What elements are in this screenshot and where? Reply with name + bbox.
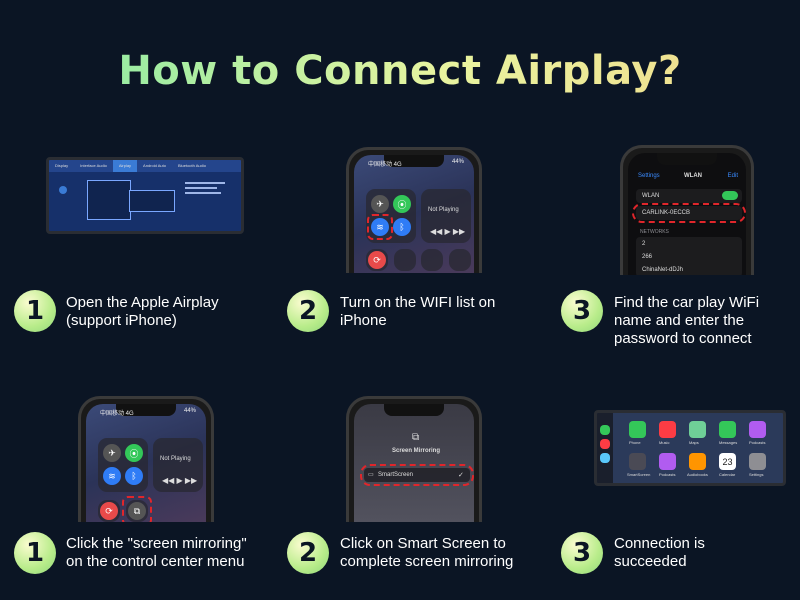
phone-screen-mirroring-list: ⧉ Screen Mirroring ▭ SmartScreen ✓ bbox=[346, 396, 482, 522]
page-title: How to Connect Airplay? bbox=[0, 48, 800, 94]
phone-control-center-mirroring: 中国移动 4G 44% ✈ ⦿ ≋ ᛒ Not Playing ◀◀ ▶ ▶▶ … bbox=[78, 396, 214, 522]
app-label: Music bbox=[659, 440, 670, 445]
step-caption-top-3: Find the car play WiFi name and enter th… bbox=[614, 294, 760, 347]
car-screen-carplay: Phone Music Maps Messages Podcasts Smart… bbox=[594, 410, 786, 486]
step-caption-top-2: Turn on the WIFI list on iPhone bbox=[340, 294, 496, 329]
cellular-icon: ⦿ bbox=[125, 444, 143, 462]
app-label: SmartScreen bbox=[627, 472, 651, 477]
settings-app-icon bbox=[749, 453, 766, 470]
battery-text: 44% bbox=[451, 159, 464, 165]
car-screen-airplay: Display Interface Audio Airplay Android … bbox=[46, 157, 244, 234]
device-highlight bbox=[360, 464, 474, 486]
app-label: Maps bbox=[689, 440, 699, 445]
step-badge-top-1: 1 bbox=[14, 290, 56, 332]
wlan-nav-title: WLAN bbox=[684, 173, 702, 179]
car-tab-bluetooth-audio: Bluetooth Audio bbox=[177, 163, 206, 168]
lock-rotation-icon: ⟳ bbox=[368, 251, 386, 269]
maps-app-icon bbox=[689, 421, 706, 438]
network-item: 266 bbox=[642, 254, 653, 260]
app-label: Audiobooks bbox=[687, 472, 708, 477]
step-badge-bottom-2: 2 bbox=[287, 532, 329, 574]
screen-mirroring-icon: ⧉ bbox=[128, 502, 146, 520]
car-tab-android-auto: Android Auto bbox=[143, 163, 166, 168]
sidebar-music-icon bbox=[600, 439, 610, 449]
phone-app-icon bbox=[629, 421, 646, 438]
bluetooth-icon: ᛒ bbox=[125, 467, 143, 485]
podcasts-app-icon bbox=[749, 421, 766, 438]
network-item: 2 bbox=[642, 241, 646, 247]
app-label: Podcasts bbox=[749, 440, 766, 445]
wifi-icon: ≋ bbox=[371, 218, 389, 236]
media-controls-icon: ◀◀ ▶ ▶▶ bbox=[162, 476, 198, 485]
music-app-icon bbox=[659, 421, 676, 438]
audiobooks-app-icon bbox=[689, 453, 706, 470]
now-playing-text: Not Playing bbox=[160, 456, 191, 462]
now-playing-text: Not Playing bbox=[428, 207, 459, 213]
network-highlight bbox=[632, 203, 746, 223]
step-caption-bottom-2: Click on Smart Screen to complete screen… bbox=[340, 535, 514, 570]
checkmark-icon: ✓ bbox=[458, 472, 464, 479]
cellular-icon: ⦿ bbox=[393, 195, 411, 213]
sidebar-maps-icon bbox=[600, 453, 610, 463]
network-item: ChinaNet-dDJh bbox=[642, 267, 684, 273]
connected-network-name: CARLINK-0ECCB bbox=[642, 210, 691, 216]
carrier-text: 中国移动 4G bbox=[100, 411, 134, 417]
car-tab-airplay: Airplay bbox=[112, 160, 138, 172]
phone-wifi-settings: Settings WLAN Edit WLAN CARLINK-0ECCB NE… bbox=[620, 145, 754, 275]
step-badge-top-2: 2 bbox=[287, 290, 329, 332]
settings-back-link: Settings bbox=[638, 173, 660, 179]
battery-text: 44% bbox=[183, 408, 196, 414]
wlan-label: WLAN bbox=[642, 193, 660, 199]
carrier-text: 中国移动 4G bbox=[368, 162, 402, 168]
bluetooth-icon: ᛒ bbox=[393, 218, 411, 236]
wlan-toggle bbox=[722, 191, 738, 200]
sidebar-phone-icon bbox=[600, 425, 610, 435]
app-label: Messages bbox=[719, 440, 738, 445]
phone-control-center-wifi: 中国移动 4G 44% ✈ ⦿ ≋ ᛒ Not Playing ◀◀ ▶ ▶▶ … bbox=[346, 147, 482, 273]
screen-mirroring-tile bbox=[421, 249, 443, 271]
airplane-mode-icon: ✈ bbox=[371, 195, 389, 213]
calendar-app-icon: 23 bbox=[719, 453, 736, 470]
wifi-icon: ≋ bbox=[103, 467, 121, 485]
app-label: Podcasts bbox=[659, 472, 676, 477]
car-tab-interface-audio: Interface Audio bbox=[80, 163, 107, 168]
step-badge-bottom-1: 1 bbox=[14, 532, 56, 574]
app-label: Settings bbox=[749, 472, 764, 477]
podcasts-app-icon bbox=[659, 453, 676, 470]
smartscreen-app-icon bbox=[629, 453, 646, 470]
mirroring-device-icon: ▭ bbox=[368, 472, 374, 478]
step-badge-top-3: 3 bbox=[561, 290, 603, 332]
networks-header: NETWORKS bbox=[640, 229, 669, 235]
step-badge-bottom-3: 3 bbox=[561, 532, 603, 574]
step-caption-bottom-3: Connection is succeeded bbox=[614, 535, 705, 570]
mirroring-highlight bbox=[122, 496, 152, 522]
mirroring-icon: ⧉ bbox=[412, 432, 420, 443]
wifi-highlight bbox=[367, 214, 393, 240]
step-caption-top-1: Open the Apple Airplay (support iPhone) bbox=[66, 294, 219, 329]
media-controls-icon: ◀◀ ▶ ▶▶ bbox=[430, 227, 466, 236]
mirroring-device-name: SmartScreen bbox=[378, 472, 414, 478]
edit-link: Edit bbox=[727, 173, 738, 179]
app-label: Phone bbox=[629, 440, 641, 445]
airplane-mode-icon: ✈ bbox=[103, 444, 121, 462]
step-caption-bottom-1: Click the "screen mirroring" on the cont… bbox=[66, 535, 247, 570]
app-label: Calendar bbox=[719, 472, 736, 477]
car-tab-display: Display bbox=[55, 163, 69, 168]
lock-rotation-icon: ⟳ bbox=[100, 502, 118, 520]
messages-app-icon bbox=[719, 421, 736, 438]
mirroring-title: Screen Mirroring bbox=[392, 448, 441, 454]
